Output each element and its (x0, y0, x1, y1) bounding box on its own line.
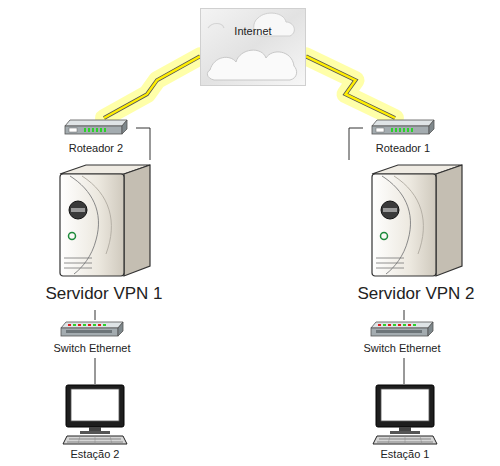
workstation: Estação 1 (360, 384, 450, 464)
cable-line (404, 310, 405, 320)
tower-symbol (60, 165, 150, 276)
router-icon (64, 118, 128, 136)
server-label: Servidor VPN 1 (45, 284, 162, 304)
cloud-label: Internet (234, 25, 271, 38)
cloud-symbol (201, 9, 306, 86)
network-cable (95, 310, 96, 320)
switch-icon (370, 320, 434, 338)
server-label: Servidor VPN 2 (357, 284, 474, 304)
lightning-outline (306, 56, 395, 118)
router-symbol (372, 120, 434, 134)
workstation: Estação 2 (50, 384, 140, 464)
cable-line (136, 128, 150, 160)
switch-symbol (371, 322, 433, 336)
station-icon (370, 384, 440, 446)
router-label: Roteador 2 (69, 142, 123, 155)
switch-symbol (61, 322, 123, 336)
station-label: Estação 2 (71, 448, 120, 461)
vpn-server: Servidor VPN 2 (334, 160, 498, 310)
lightning-bolt (104, 56, 200, 118)
router-node: Roteador 1 (363, 118, 443, 158)
wireless-link (104, 56, 200, 118)
lightning-outline (104, 56, 200, 118)
network-cable (404, 310, 405, 320)
router-icon (371, 118, 435, 136)
network-cable (404, 358, 405, 384)
lightning-glow (306, 56, 395, 118)
switch-label: Switch Ethernet (363, 342, 440, 355)
router-node: Roteador 2 (56, 118, 136, 158)
vpn-server: Servidor VPN 1 (22, 160, 186, 310)
station-symbol (373, 385, 437, 444)
lightning-bolt (306, 56, 395, 118)
tower-icon (364, 160, 468, 280)
cable-line (95, 358, 96, 384)
station-icon (60, 384, 130, 446)
cloud-icon (200, 8, 306, 86)
lightning-glow (104, 56, 200, 118)
internet-cloud: Internet (200, 8, 306, 86)
wireless-link (306, 56, 395, 118)
station-symbol (63, 385, 127, 444)
switch-label: Switch Ethernet (53, 342, 130, 355)
router-label: Roteador 1 (376, 142, 430, 155)
network-cable (95, 358, 96, 384)
cable-line (404, 358, 405, 384)
router-symbol (65, 120, 127, 134)
station-label: Estação 1 (381, 448, 430, 461)
ethernet-switch: Switch Ethernet (44, 320, 140, 358)
switch-icon (60, 320, 124, 338)
network-cable (349, 128, 363, 160)
tower-icon (52, 160, 156, 280)
ethernet-switch: Switch Ethernet (354, 320, 450, 358)
tower-symbol (372, 165, 462, 276)
network-cable (136, 128, 150, 160)
cable-line (349, 128, 363, 160)
cable-line (95, 310, 96, 320)
